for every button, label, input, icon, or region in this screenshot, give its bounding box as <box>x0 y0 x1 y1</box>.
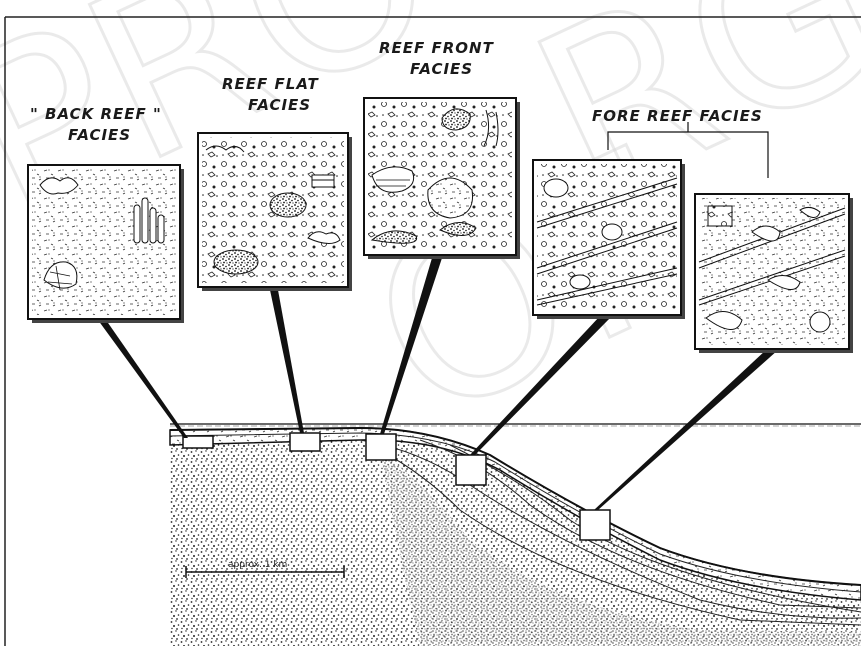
sample-box-fore-reef-upper <box>456 455 486 485</box>
clast-icon <box>544 179 568 197</box>
clast-icon <box>708 206 732 226</box>
label-back-reef-line1: " BACK REEF " <box>30 105 162 123</box>
coral-head-icon <box>214 250 258 274</box>
coral-head-icon <box>270 193 306 217</box>
sample-box-fore-reef-lower <box>580 510 610 540</box>
label-reef-front-line2: FACIES <box>410 60 473 78</box>
sample-box-reef-front <box>366 434 396 460</box>
panel-back-reef <box>28 165 184 323</box>
clast-icon <box>602 224 622 240</box>
scale-bar-label: approx. 1 km <box>228 560 287 570</box>
leader-back-reef <box>98 320 188 438</box>
label-reef-front-line1: REEF FRONT <box>379 39 495 57</box>
label-back-reef-line2: FACIES <box>68 126 131 144</box>
panel-reef-front <box>364 98 520 259</box>
label-reef-flat-line2: FACIES <box>248 96 311 114</box>
clast-icon <box>810 312 830 332</box>
leader-reef-flat <box>270 290 304 433</box>
panel-fore-reef-upper <box>533 160 685 319</box>
label-fore-reef: FORE REEF FACIES <box>592 107 763 125</box>
clast-icon <box>570 275 590 289</box>
panel-reef-flat <box>198 133 352 291</box>
sample-box-reef-flat <box>290 433 320 451</box>
panel-fore-reef-lower <box>695 194 853 353</box>
label-reef-flat-line1: REEF FLAT <box>222 75 319 93</box>
